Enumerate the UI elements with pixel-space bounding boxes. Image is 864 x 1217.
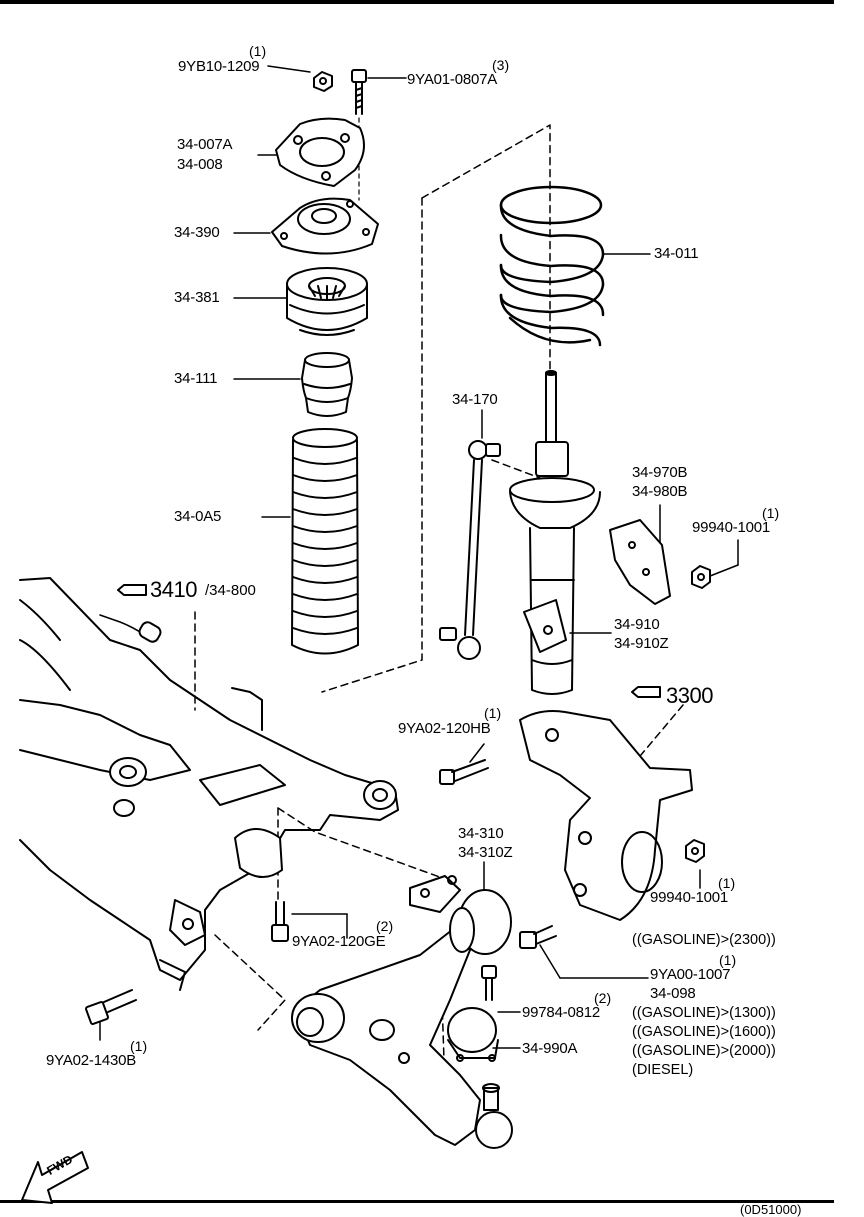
- mounting-plate: [275, 117, 365, 187]
- qty-1430b: (1): [130, 1038, 148, 1054]
- condition-diesel: (DIESEL): [632, 1062, 694, 1078]
- label-9yb10-1209[interactable]: 9YB10-1209: [178, 58, 260, 75]
- qty-9yb10: (1): [249, 43, 267, 59]
- qty-120hb: (1): [484, 705, 502, 721]
- label-34-980b[interactable]: 34-980B: [632, 483, 688, 500]
- label-9ya02-120ge[interactable]: 9YA02-120GE: [292, 933, 386, 950]
- bolt-120ge: [271, 901, 289, 942]
- label-9ya01-0807a[interactable]: 9YA01-0807A: [407, 71, 498, 88]
- condition-gasoline-1300: ((GASOLINE)>(1300)): [632, 1005, 776, 1021]
- dust-boot: [291, 428, 359, 655]
- subframe: [19, 577, 399, 991]
- bushing: [409, 875, 512, 955]
- condition-gasoline-2000: ((GASOLINE)>(2000)): [632, 1043, 776, 1059]
- label-34-910z[interactable]: 34-910Z: [614, 635, 669, 652]
- ref-arrow-3300: [631, 686, 661, 698]
- label-34-390[interactable]: 34-390: [174, 224, 220, 241]
- bolt-1430b: [85, 989, 137, 1025]
- bushing-990a: [447, 1007, 499, 1062]
- bolt-9ya00: [519, 925, 557, 949]
- label-9ya02-1430b[interactable]: 9YA02-1430B: [46, 1052, 137, 1069]
- label-99784-0812[interactable]: 99784-0812: [522, 1004, 601, 1021]
- label-9ya02-120hb[interactable]: 9YA02-120HB: [398, 720, 491, 737]
- strut-mount: [271, 197, 379, 255]
- qty-9ya00: (1): [719, 952, 737, 968]
- label-99940-1001-top[interactable]: 99940-1001: [692, 519, 771, 536]
- bolt-120hb: [439, 759, 489, 785]
- ref-arrow-3410: [117, 584, 147, 596]
- qty-9ya01: (3): [492, 57, 510, 73]
- fwd-arrow: [21, 1151, 89, 1204]
- label-34-310z[interactable]: 34-310Z: [458, 844, 513, 861]
- nut-99940-lower: [685, 839, 705, 863]
- bracket: [609, 519, 671, 605]
- bump-stop: [301, 352, 353, 417]
- qty-99940-top: (1): [762, 505, 780, 521]
- coil-spring: [499, 185, 605, 347]
- bottom-border: [0, 1200, 834, 1203]
- ref-34-800[interactable]: /34-800: [205, 582, 256, 599]
- qty-120ge: (2): [376, 918, 394, 934]
- diagram-id: (0D51000): [740, 1202, 802, 1217]
- ref-3410[interactable]: 3410: [150, 577, 197, 602]
- label-34-098[interactable]: 34-098: [650, 985, 696, 1002]
- label-34-0a5[interactable]: 34-0A5: [174, 508, 222, 525]
- condition-gasoline-2300: ((GASOLINE)>(2300)): [632, 932, 776, 948]
- nut-99940-top: [691, 565, 711, 589]
- label-34-970b[interactable]: 34-970B: [632, 464, 688, 481]
- label-34-170[interactable]: 34-170: [452, 391, 498, 408]
- label-34-007a[interactable]: 34-007A: [177, 136, 233, 153]
- nut-9yb10: [313, 71, 333, 92]
- label-34-990a[interactable]: 34-990A: [522, 1040, 578, 1057]
- stabilizer-link: [439, 440, 501, 660]
- steering-knuckle: [519, 710, 693, 921]
- condition-gasoline-1600: ((GASOLINE)>(1600)): [632, 1024, 776, 1040]
- qty-99940-lower: (1): [718, 875, 736, 891]
- label-99940-1001-lower[interactable]: 99940-1001: [650, 889, 729, 906]
- label-9ya00-1007[interactable]: 9YA00-1007: [650, 966, 731, 983]
- label-34-011[interactable]: 34-011: [654, 245, 699, 262]
- ball-joint: [475, 1083, 513, 1149]
- bolt-99784: [481, 965, 497, 1001]
- lower-control-arm: [291, 929, 481, 1146]
- label-34-910[interactable]: 34-910: [614, 616, 660, 633]
- top-border: [0, 0, 834, 4]
- qty-99784: (2): [594, 990, 612, 1006]
- label-34-381[interactable]: 34-381: [174, 289, 220, 306]
- ref-3300[interactable]: 3300: [666, 683, 713, 708]
- label-34-111[interactable]: 34-111: [174, 370, 218, 387]
- bearing: [286, 267, 368, 336]
- label-34-310[interactable]: 34-310: [458, 825, 504, 842]
- label-34-008[interactable]: 34-008: [177, 156, 223, 173]
- shock-absorber: [509, 370, 601, 695]
